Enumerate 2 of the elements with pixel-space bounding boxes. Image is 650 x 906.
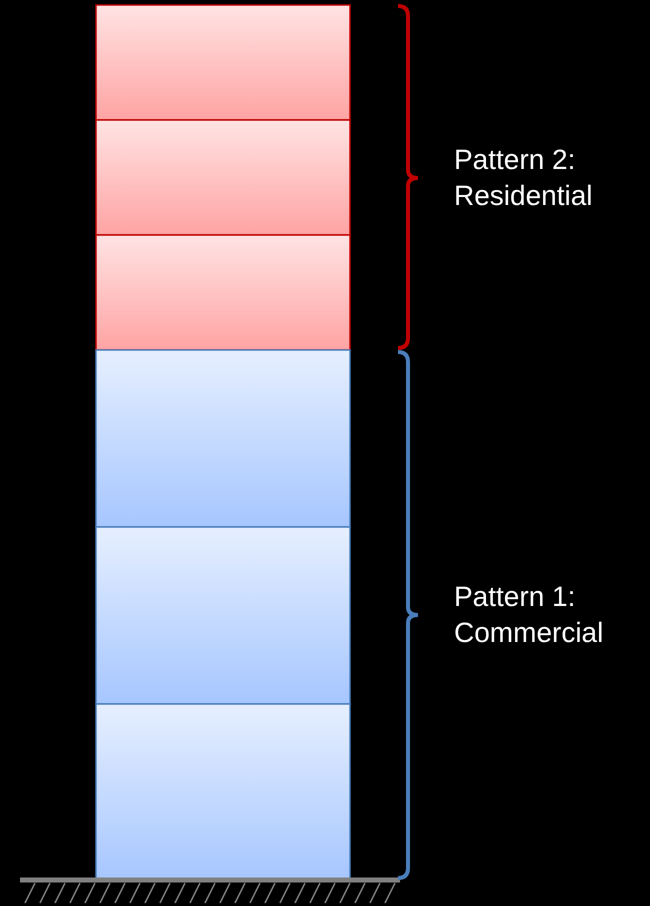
- pattern-label: Pattern 2: Residential: [454, 143, 594, 213]
- pattern-label: Pattern 1: Commercial: [454, 580, 604, 650]
